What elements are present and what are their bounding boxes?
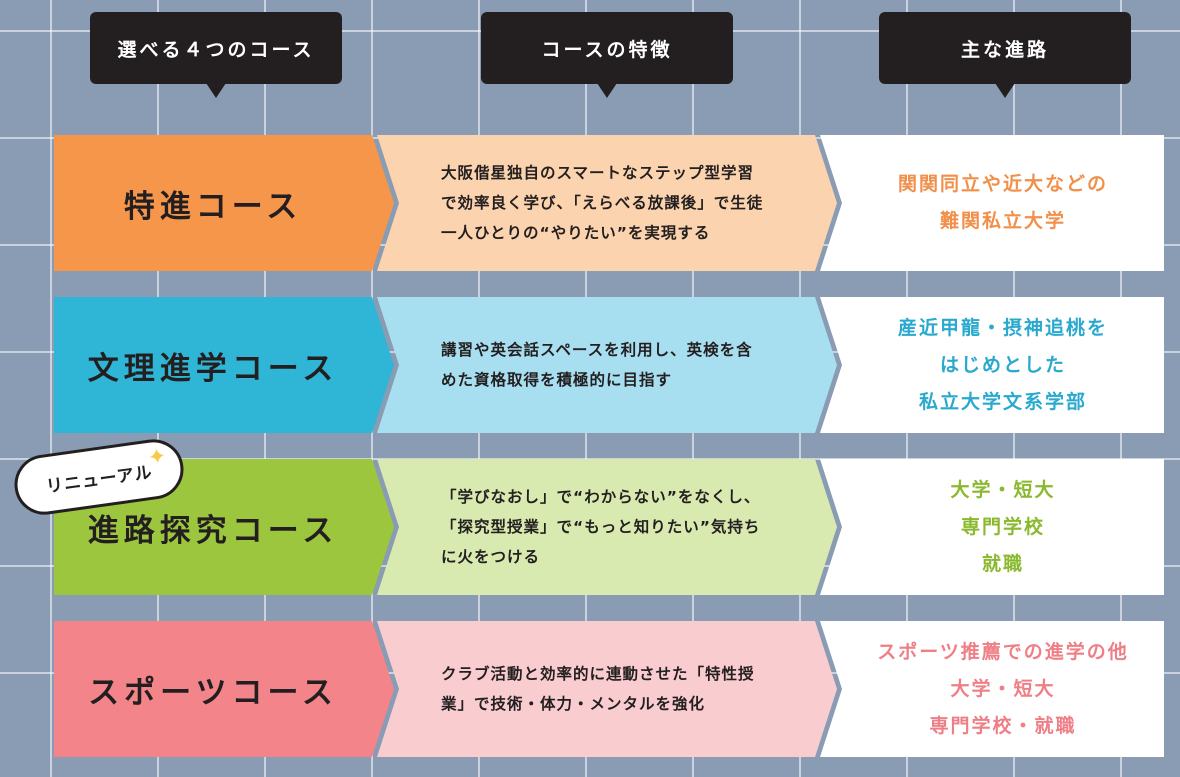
- course-row-sports: スポーツコース クラブ活動と効率的に連動させた「特性授業」で技術・体力・メンタル…: [0, 621, 1180, 757]
- header-courses-label: 選べる４つのコース: [117, 38, 315, 61]
- course-name-arrow: 文理進学コース: [54, 297, 394, 433]
- renewal-badge-label: リニューアル: [44, 462, 154, 497]
- course-name: 特進コース: [123, 188, 303, 225]
- course-career-box: 関関同立や近大などの 難関私立大学: [820, 135, 1164, 271]
- course-name: スポーツコース: [88, 674, 338, 711]
- course-name-arrow: スポーツコース: [54, 621, 394, 757]
- header-courses: 選べる４つのコース: [90, 12, 342, 98]
- course-name-arrow: 進路探究コース: [54, 459, 394, 595]
- course-career-box: 産近甲龍・摂神追桃を はじめとした 私立大学文系学部: [820, 297, 1164, 433]
- course-name: 文理進学コース: [87, 350, 339, 387]
- course-description: クラブ活動と効率的に連動させた「特性授業」で技術・体力・メンタルを強化: [441, 665, 755, 713]
- header-features: コースの特徴: [481, 12, 733, 98]
- course-career: 大学・短大 専門学校 就職: [950, 478, 1056, 575]
- course-career-box: スポーツ推薦での進学の他 大学・短大 専門学校・就職: [820, 621, 1164, 757]
- course-description-arrow: 「学びなおし」で“わからない”をなくし、「探究型授業」で“もっと知りたい”気持ち…: [377, 459, 837, 595]
- header-features-label: コースの特徴: [541, 38, 673, 61]
- sparkle-icon: ✦: [146, 443, 169, 472]
- course-row-bunri: 文理進学コース 講習や英会話スペースを利用し、英検を含めた資格取得を積極的に目指…: [0, 297, 1180, 433]
- course-row-tokushin: 特進コース 大阪偕星独自のスマートなステップ型学習で効率良く学び、「えらべる放課…: [0, 135, 1180, 271]
- course-description-arrow: 大阪偕星独自のスマートなステップ型学習で効率良く学び、「えらべる放課後」で生徒一…: [377, 135, 837, 271]
- course-description-arrow: 講習や英会話スペースを利用し、英検を含めた資格取得を積極的に目指す: [377, 297, 837, 433]
- course-row-shinro: 進路探究コース 「学びなおし」で“わからない”をなくし、「探究型授業」で“もっと…: [0, 459, 1180, 595]
- course-description: 大阪偕星独自のスマートなステップ型学習で効率良く学び、「えらべる放課後」で生徒一…: [441, 164, 764, 242]
- course-career: 産近甲龍・摂神追桃を はじめとした 私立大学文系学部: [897, 316, 1108, 413]
- course-career-box: 大学・短大 専門学校 就職: [820, 459, 1164, 595]
- course-name-arrow: 特進コース: [54, 135, 394, 271]
- course-name: 進路探究コース: [87, 512, 339, 549]
- course-career: スポーツ推薦での進学の他 大学・短大 専門学校・就職: [877, 640, 1129, 737]
- course-description: 「学びなおし」で“わからない”をなくし、「探究型授業」で“もっと知りたい”気持ち…: [441, 488, 761, 566]
- header-careers: 主な進路: [879, 12, 1131, 98]
- header-careers-label: 主な進路: [960, 38, 1049, 61]
- course-description: 講習や英会話スペースを利用し、英検を含めた資格取得を積極的に目指す: [441, 341, 753, 389]
- course-description-arrow: クラブ活動と効率的に連動させた「特性授業」で技術・体力・メンタルを強化: [377, 621, 837, 757]
- course-career: 関関同立や近大などの 難関私立大学: [897, 173, 1108, 232]
